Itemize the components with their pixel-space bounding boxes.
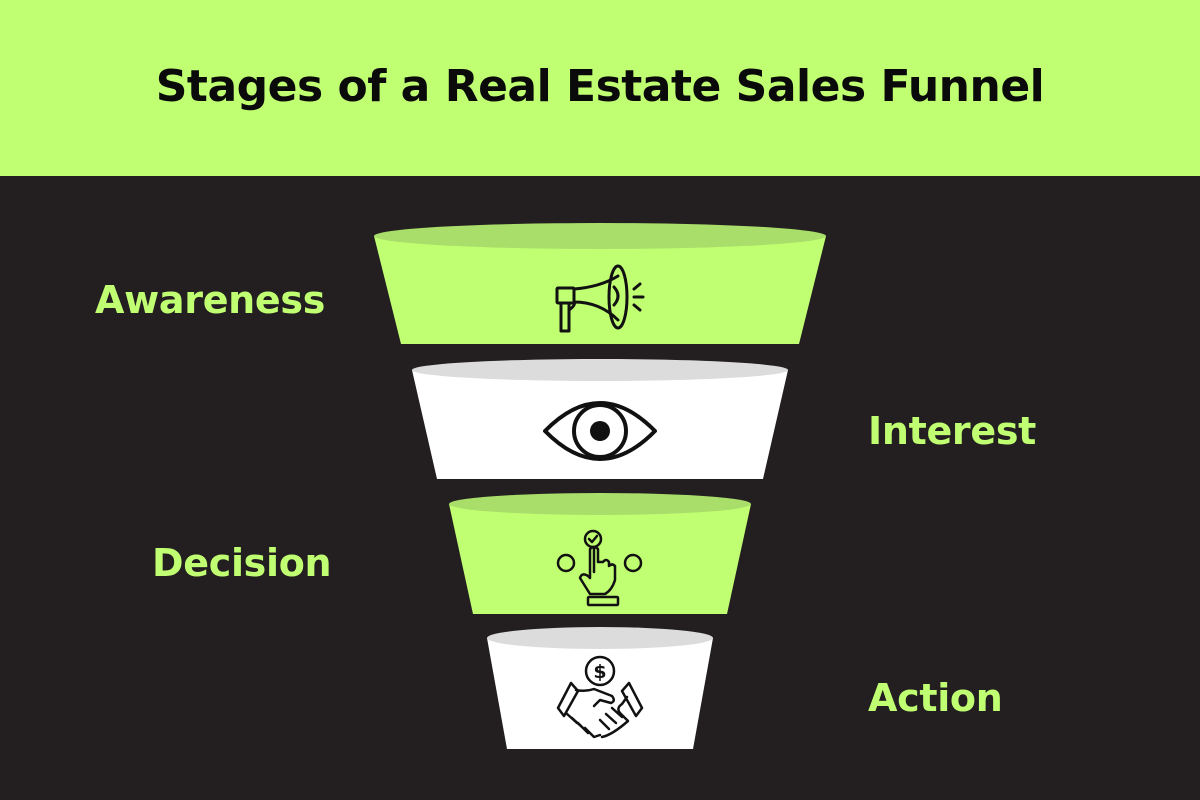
header-banner: Stages of a Real Estate Sales Funnel <box>0 0 1200 176</box>
stage-label-decision: Decision <box>152 541 332 585</box>
page-title: Stages of a Real Estate Sales Funnel <box>155 60 1045 112</box>
funnel-stage-interest <box>412 359 788 479</box>
stage-label-interest: Interest <box>868 409 1037 453</box>
funnel-stage-decision <box>449 493 751 614</box>
stage-label-action: Action <box>868 676 1003 720</box>
eye-icon <box>543 401 657 461</box>
svg-text:$: $ <box>593 661 606 683</box>
stage-label-awareness: Awareness <box>95 278 326 322</box>
hand-tap-check-icon <box>556 529 643 607</box>
funnel-stage-awareness <box>374 223 826 344</box>
megaphone-icon <box>555 264 645 333</box>
funnel-stage-action: $ <box>487 627 713 749</box>
handshake-dollar-icon: $ <box>556 655 644 739</box>
funnel-diagram: $ Awareness Interest Decision Action <box>0 176 1200 800</box>
